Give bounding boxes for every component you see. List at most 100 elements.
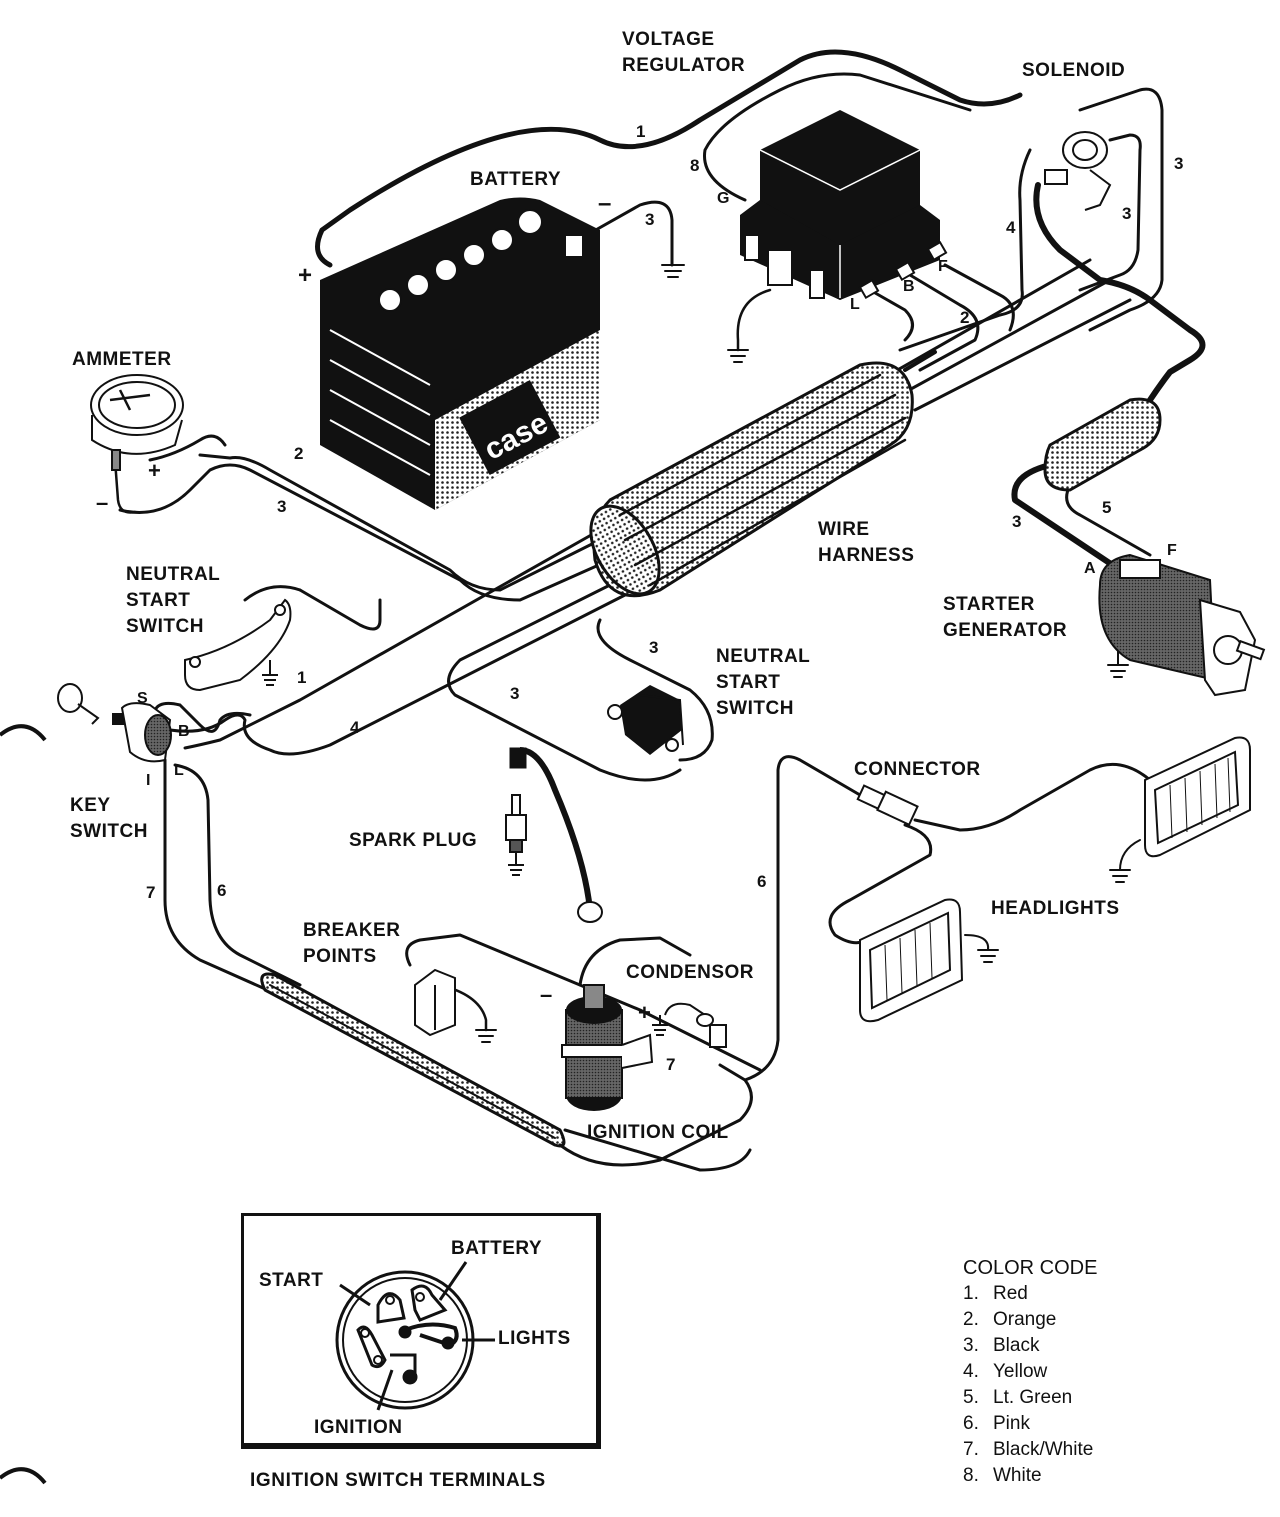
wire-8-white [703,72,972,202]
wire-4-solenoid [898,148,1032,352]
battery-negative-sign: – [598,190,612,217]
legend-number: 8. [963,1465,979,1486]
terminal-regulator-f: F [938,258,948,275]
legend-color: Yellow [993,1361,1048,1382]
wire-headlight-right [913,762,1152,832]
key-illustration [57,683,100,725]
wire-3-solenoid-outer [1078,87,1164,332]
wire-headlight-left [828,823,933,945]
legend-color: Red [993,1283,1028,1304]
terminal-key-b: B [178,723,190,740]
ground-symbol [475,1029,497,1043]
label-ammeter: AMMETER [72,349,172,370]
terminal-key-l: L [174,762,184,779]
legend-item: 2.Orange [963,1307,1097,1333]
label-starter-generator: STARTER GENERATOR [943,594,1068,641]
legend-color: Lt. Green [993,1387,1073,1408]
headlight-left-illustration [859,898,964,1023]
wire-harness-tube [589,361,914,598]
wire-number: 3 [1122,204,1132,223]
label-neutral-start-switch-left: NEUTRAL START SWITCH [126,564,221,637]
neutral-switch-left-illustration [184,598,292,692]
label-neutral-start-switch-right: NEUTRAL START SWITCH [716,646,811,719]
wire-ammeter-plus [148,434,227,462]
terminal-starter-a: A [1084,560,1096,577]
battery-positive-sign: + [298,262,313,289]
label-battery: BATTERY [470,169,562,190]
wire-number: 6 [757,872,767,891]
key-switch-illustration [112,702,172,763]
label-headlights: HEADLIGHTS [991,898,1120,919]
ground-symbol [661,264,685,278]
label-key-switch: KEY SWITCH [70,795,148,842]
terminal-regulator-g: G [717,190,730,207]
harness-wire-2 [198,453,602,592]
legend-item: 5. Lt. Green [963,1385,1097,1411]
wire-regulator-ground [736,288,772,352]
starter-generator-illustration [1098,553,1266,697]
inset-label-ignition: IGNITION [314,1417,403,1438]
wire-1-red [315,49,1023,268]
inset-label-battery: BATTERY [451,1238,543,1259]
wire-harness-to-coil [558,1063,753,1167]
terminal-regulator-l: L [850,296,860,313]
wire-number: 4 [350,718,360,737]
wire-number: 3 [277,497,287,516]
terminal-key-i: I [146,772,151,789]
legend-number: 4. [963,1361,979,1382]
ignition-switch-terminals-inset [241,1213,601,1449]
wire-number: 3 [1012,512,1022,531]
inset-label-lights: LIGHTS [498,1328,571,1349]
spark-plug-illustration [505,794,527,876]
wire-ammeter-minus [113,458,137,514]
harness-wire-3-key [447,578,682,782]
legend-color: Black [993,1335,1040,1356]
wire-6-connector [743,755,862,1082]
terminal-regulator-b: B [903,278,915,295]
wire-number: 2 [960,308,970,327]
wire-number: 4 [1006,218,1016,237]
wire-number: 3 [510,684,520,703]
page-edge-mark [0,724,47,742]
wire-3-neutral-right [596,618,714,762]
wire-headlight-ground-l [964,934,990,951]
condensor-illustration [652,1002,727,1048]
harness-wire-1 [183,528,602,750]
ground-symbol [1107,664,1129,678]
solenoid-illustration [1044,131,1112,211]
ammeter-illustration [90,374,184,471]
wire-3-starter [1011,462,1123,573]
wire-coil-top [578,936,692,987]
coil-negative-sign: – [540,982,553,1007]
wire-battery-cable [1033,182,1206,403]
wire-harness-to-coil-b [563,1128,752,1172]
legend-title: COLOR CODE [963,1257,1098,1279]
legend-number: 5. [963,1387,979,1408]
label-solenoid: SOLENOID [1022,60,1126,81]
wire-7 [163,758,292,1002]
ignition-harness [260,972,566,1148]
voltage-regulator-illustration [740,110,948,300]
headlight-right-illustration [1144,736,1251,858]
wire-l-regulator [868,288,914,342]
ground-symbol [1109,869,1131,883]
terminal-starter-f: F [1167,542,1177,559]
starter-harness [1043,397,1162,492]
wire-f-regulator [943,263,1015,332]
coil-positive-sign: + [638,1000,651,1025]
connector-illustration [856,784,919,826]
label-condensor: CONDENSOR [626,962,755,983]
inset-caption: IGNITION SWITCH TERMINALS [250,1470,546,1491]
neutral-switch-right-illustration [607,685,684,755]
page-edge-mark [0,1467,47,1485]
legend-item: 7.Black/White [963,1437,1097,1463]
inset-label-start: START [259,1270,324,1291]
legend-number: 1. [963,1283,979,1304]
ignition-switch-terminal-diagram [335,1261,495,1411]
legend-item: 6.Pink [963,1411,1097,1437]
legend-color: White [993,1465,1042,1486]
label-wire-harness: WIRE HARNESS [818,519,915,566]
wire-number: 1 [636,122,646,141]
label-voltage-regulator: VOLTAGE REGULATOR [622,29,746,76]
